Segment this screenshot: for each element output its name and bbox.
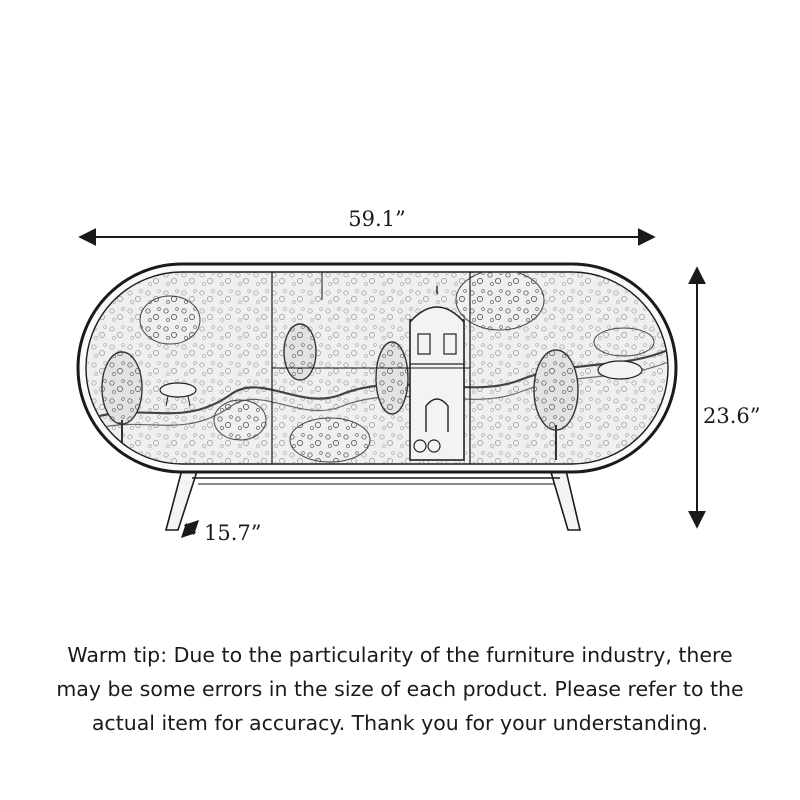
sideboard-legs — [164, 461, 582, 531]
tree-center — [375, 341, 409, 415]
depth-arrow — [180, 519, 200, 539]
pavilion-building — [409, 286, 465, 461]
warm-tip-line-3: actual item for accuracy. Thank you for … — [91, 711, 709, 735]
tree-left — [101, 351, 143, 450]
tree-right — [533, 349, 579, 460]
tree-center-left — [283, 323, 317, 381]
warm-tip-text: Warm tip: Due to the particularity of th… — [0, 638, 800, 740]
width-dimension: 59.1” — [78, 207, 656, 246]
height-label: 23.6” — [703, 404, 761, 428]
height-dimension: 23.6” — [688, 266, 761, 529]
warm-tip-line-1: Warm tip: Due to the particularity of th… — [67, 643, 733, 667]
landscape-illustration — [86, 272, 668, 464]
animal-right — [593, 327, 655, 380]
depth-label: 15.7” — [204, 521, 262, 545]
width-label: 59.1” — [348, 207, 406, 231]
depth-dimension: 15.7” — [180, 519, 262, 545]
animal-left — [159, 382, 197, 407]
sideboard-body — [76, 262, 678, 474]
shrubs — [139, 272, 545, 463]
warm-tip-line-2: may be some errors in the size of each p… — [56, 677, 744, 701]
door-seams — [271, 272, 471, 464]
